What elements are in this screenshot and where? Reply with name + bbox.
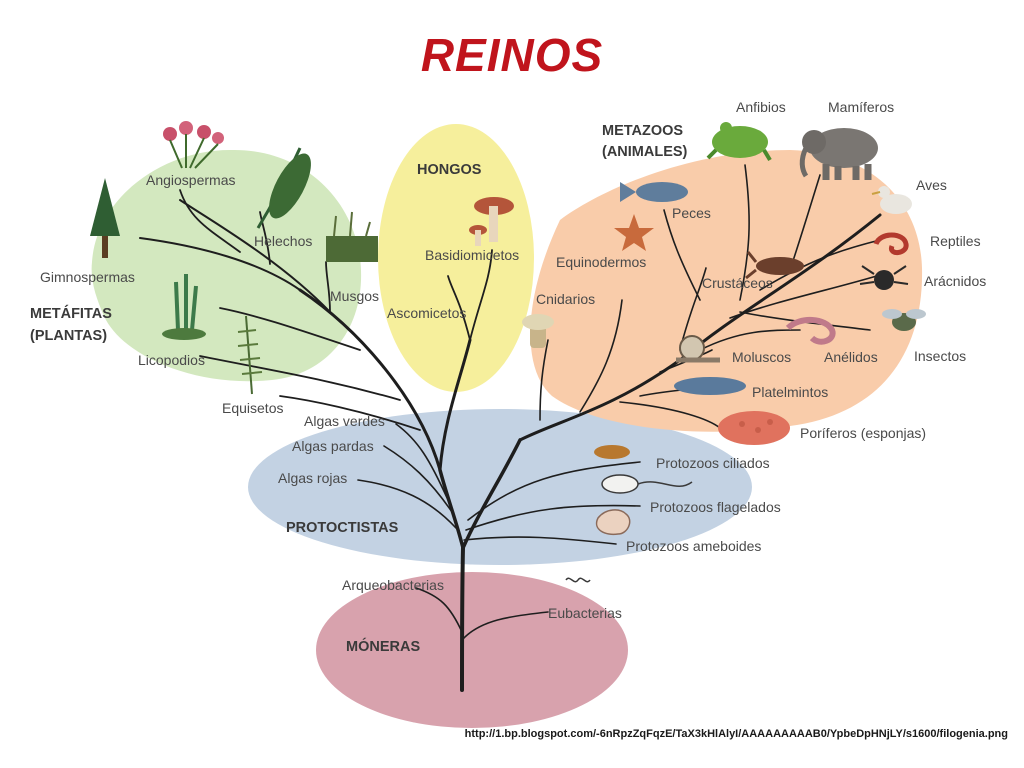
kingdom-labels: METÁFITAS (PLANTAS) HONGOS METAZOOS (ANI… xyxy=(30,123,688,655)
label-licopodios: Licopodios xyxy=(138,352,205,368)
fern-icon xyxy=(256,147,311,229)
page-title: REINOS xyxy=(420,29,604,81)
label-aves: Aves xyxy=(916,177,947,193)
flower-icon xyxy=(163,121,224,169)
lobster-icon xyxy=(745,251,804,280)
bacteria-icon xyxy=(565,577,591,583)
label-anelidos: Anélidos xyxy=(824,349,878,365)
trunk xyxy=(460,546,465,692)
ciliate-icon xyxy=(594,445,630,459)
mushroom-icon xyxy=(469,197,514,246)
kingdom-label-metafitas-1: METÁFITAS xyxy=(30,305,112,322)
fly-icon xyxy=(882,309,926,331)
label-gimnospermas: Gimnospermas xyxy=(40,269,135,285)
label-angiospermas: Angiospermas xyxy=(146,172,236,188)
tree-branches xyxy=(139,164,882,692)
label-aracnidos: Arácnidos xyxy=(924,273,986,289)
label-poriferos: Poríferos (esponjas) xyxy=(800,425,926,441)
fish-icon xyxy=(620,182,688,202)
animals-region xyxy=(530,150,923,432)
flatworm-icon xyxy=(674,377,746,395)
kingdom-regions xyxy=(91,124,923,728)
label-algas-pardas: Algas pardas xyxy=(292,438,374,454)
label-algas-rojas: Algas rojas xyxy=(278,470,347,486)
label-insectos: Insectos xyxy=(914,348,966,364)
label-crustaceos: Crustáceos xyxy=(702,275,773,291)
sponge-icon xyxy=(718,411,790,445)
flagellate-icon xyxy=(601,474,693,494)
label-platelmintos: Platelmintos xyxy=(752,384,828,400)
sea-anemone-icon xyxy=(522,314,554,348)
monera-region xyxy=(316,572,628,728)
kingdom-label-metazoos-1: METAZOOS xyxy=(602,123,683,139)
label-helechos: Helechos xyxy=(254,233,312,249)
frog-icon xyxy=(706,122,772,162)
kingdom-label-hongos: HONGOS xyxy=(417,162,482,178)
label-eubacterias: Eubacterias xyxy=(548,605,622,621)
label-protozoos-flagelados: Protozoos flagelados xyxy=(650,499,781,515)
label-basidiomicetos: Basidiomicetos xyxy=(425,247,519,263)
snail-icon xyxy=(676,335,720,363)
fungi-region xyxy=(378,124,534,392)
label-moluscos: Moluscos xyxy=(732,349,791,365)
group-labels: Angiospermas Helechos Gimnospermas Musgo… xyxy=(40,99,986,621)
moss-icon xyxy=(326,211,378,262)
horsetail-icon xyxy=(237,315,263,395)
organism-icons xyxy=(90,121,926,583)
kingdom-label-moneras: MÓNERAS xyxy=(346,637,420,655)
label-equisetos: Equisetos xyxy=(222,400,283,416)
snake-icon xyxy=(873,232,909,255)
label-cnidarios: Cnidarios xyxy=(536,291,595,307)
label-mamiferos: Mamíferos xyxy=(828,99,894,115)
label-protozoos-ameboides: Protozoos ameboides xyxy=(626,538,761,554)
kingdom-label-protoctistas: PROTOCTISTAS xyxy=(286,520,399,536)
elephant-icon xyxy=(799,128,878,180)
amoeba-icon xyxy=(595,509,631,536)
label-musgos: Musgos xyxy=(330,288,379,304)
label-arqueobacterias: Arqueobacterias xyxy=(342,577,444,593)
starfish-icon xyxy=(614,214,654,251)
spider-icon xyxy=(859,265,909,290)
label-ascomicetos: Ascomicetos xyxy=(387,305,466,321)
label-equinodermos: Equinodermos xyxy=(556,254,646,270)
conifer-tree-icon xyxy=(90,178,120,258)
club-moss-icon xyxy=(162,274,206,340)
kingdom-label-metazoos-2: (ANIMALES) xyxy=(602,144,688,160)
bird-icon xyxy=(871,186,912,214)
source-url: http://1.bp.blogspot.com/-6nRpzZqFqzE/Ta… xyxy=(464,728,1008,740)
label-reptiles: Reptiles xyxy=(930,233,981,249)
label-algas-verdes: Algas verdes xyxy=(304,413,385,429)
label-protozoos-ciliados: Protozoos ciliados xyxy=(656,455,770,471)
kingdom-label-metafitas-2: (PLANTAS) xyxy=(30,328,107,344)
earthworm-icon xyxy=(785,317,836,345)
label-peces: Peces xyxy=(672,205,711,221)
plants-region xyxy=(91,149,362,382)
label-anfibios: Anfibios xyxy=(736,99,786,115)
